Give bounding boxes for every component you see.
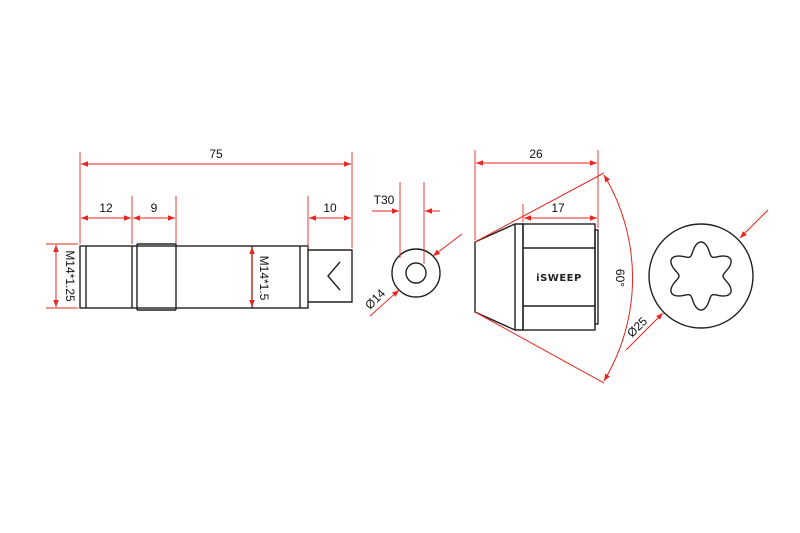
socket-inner-circle	[405, 262, 427, 284]
nut-side-view: iSWEEP 26 17 60°	[474, 147, 633, 384]
side-extension-lines	[46, 152, 353, 309]
socket-end-view: T30 Ø14	[362, 182, 463, 317]
side-view: 75 12 9 10 M14*1.25 M14*1.5	[46, 147, 353, 311]
brand-logo-text: iSWEEP	[536, 273, 582, 284]
dim-bit-t30: T30	[374, 193, 395, 207]
socket-dimension-lines	[369, 208, 463, 317]
nut-dimension-lines	[474, 160, 633, 384]
star-dimension-lines	[625, 209, 769, 351]
dim-thread-m14-1-25: M14*1.25	[63, 250, 77, 302]
star-outer-circle	[648, 223, 754, 329]
dim-hex-length-17: 17	[551, 201, 565, 215]
adapter-outline	[79, 243, 353, 311]
dim-socket-diameter-14: Ø14	[362, 286, 388, 312]
socket-outer-circle	[391, 248, 441, 298]
star-end-view: Ø25	[624, 209, 769, 351]
dim-star-diameter-25: Ø25	[624, 314, 650, 340]
dim-thread-m14-1-5: M14*1.5	[257, 256, 271, 301]
nut-outline	[474, 223, 599, 331]
socket-extension-lines	[399, 182, 425, 264]
dim-overall-length-75: 75	[209, 147, 223, 161]
torx-star-profile	[670, 241, 732, 311]
side-dimension-lines	[53, 161, 351, 307]
dim-seg-9: 9	[151, 201, 158, 215]
dim-nut-length-26: 26	[529, 147, 543, 161]
nut-extension-lines	[474, 150, 599, 240]
dim-seg-10: 10	[323, 201, 337, 215]
dim-seg-12: 12	[99, 201, 113, 215]
dim-angle-60: 60°	[613, 269, 627, 287]
